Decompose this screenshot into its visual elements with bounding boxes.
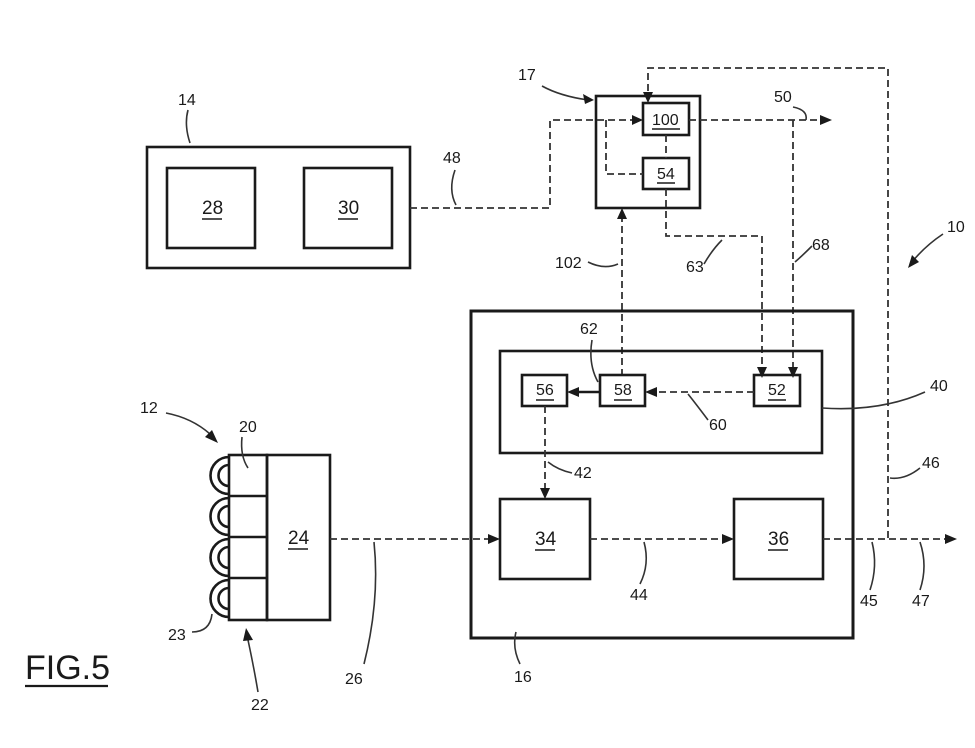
block-16 bbox=[469, 309, 855, 640]
label-22: 22 bbox=[251, 697, 269, 714]
label-30: 30 bbox=[338, 198, 359, 219]
leader-42 bbox=[547, 461, 573, 474]
figure-title: FIG.5 bbox=[25, 649, 110, 687]
leader-45 bbox=[869, 541, 876, 591]
leader-62 bbox=[590, 339, 599, 383]
label-24: 24 bbox=[288, 528, 310, 549]
leader-23 bbox=[191, 613, 213, 633]
label-102: 102 bbox=[555, 255, 582, 272]
block-30 bbox=[302, 166, 394, 250]
block-58 bbox=[598, 373, 647, 408]
leader-102 bbox=[587, 261, 619, 268]
lobe-2 bbox=[209, 496, 230, 537]
label-34: 34 bbox=[535, 529, 557, 550]
leader-44 bbox=[639, 541, 648, 585]
leader-12 bbox=[165, 412, 211, 435]
label-44: 44 bbox=[630, 587, 648, 604]
label-14: 14 bbox=[178, 92, 196, 109]
leader-14 bbox=[185, 109, 191, 144]
lobe-4 bbox=[209, 578, 230, 619]
leader-50 bbox=[792, 106, 808, 121]
link-17-internal bbox=[605, 120, 643, 175]
label-36: 36 bbox=[768, 529, 789, 550]
label-12: 12 bbox=[140, 400, 158, 417]
label-46: 46 bbox=[922, 455, 940, 472]
leader-47 bbox=[919, 541, 925, 591]
leader-26 bbox=[363, 541, 377, 665]
label-52: 52 bbox=[768, 382, 786, 399]
block-52 bbox=[752, 373, 802, 408]
leader-17 bbox=[541, 85, 589, 101]
link-63 bbox=[665, 189, 763, 368]
lobe-3 bbox=[209, 537, 230, 578]
label-54: 54 bbox=[657, 166, 675, 183]
label-16: 16 bbox=[514, 669, 532, 686]
block-17 bbox=[594, 94, 702, 210]
label-48: 48 bbox=[443, 150, 461, 167]
leader-16 bbox=[513, 631, 521, 665]
label-100: 100 bbox=[652, 112, 679, 129]
label-60: 60 bbox=[709, 417, 727, 434]
label-63: 63 bbox=[686, 259, 704, 276]
label-20: 20 bbox=[239, 419, 257, 436]
leader-20 bbox=[240, 436, 249, 469]
leader-10 bbox=[911, 233, 944, 263]
leader-40 bbox=[821, 391, 926, 410]
label-40: 40 bbox=[930, 378, 948, 395]
label-23: 23 bbox=[168, 627, 186, 644]
leader-68 bbox=[794, 245, 813, 263]
leader-46 bbox=[889, 467, 921, 480]
label-56: 56 bbox=[536, 382, 554, 399]
label-45: 45 bbox=[860, 593, 878, 610]
label-42: 42 bbox=[574, 465, 592, 482]
label-50: 50 bbox=[774, 89, 792, 106]
block-40 bbox=[498, 349, 824, 455]
label-10: 10 bbox=[947, 219, 965, 236]
label-47: 47 bbox=[912, 593, 930, 610]
block-28 bbox=[165, 166, 257, 250]
label-26: 26 bbox=[345, 671, 363, 688]
label-58: 58 bbox=[614, 382, 632, 399]
link-48 bbox=[410, 119, 634, 209]
label-17: 17 bbox=[518, 67, 536, 84]
leader-48 bbox=[450, 169, 457, 206]
label-62: 62 bbox=[580, 321, 598, 338]
link-46 bbox=[647, 67, 889, 538]
leader-22 bbox=[247, 639, 259, 693]
leader-63 bbox=[703, 239, 723, 265]
lobe-1 bbox=[209, 455, 230, 496]
label-68: 68 bbox=[812, 237, 830, 254]
block-14 bbox=[145, 145, 412, 270]
label-28: 28 bbox=[202, 198, 223, 219]
leader-60 bbox=[687, 393, 709, 421]
